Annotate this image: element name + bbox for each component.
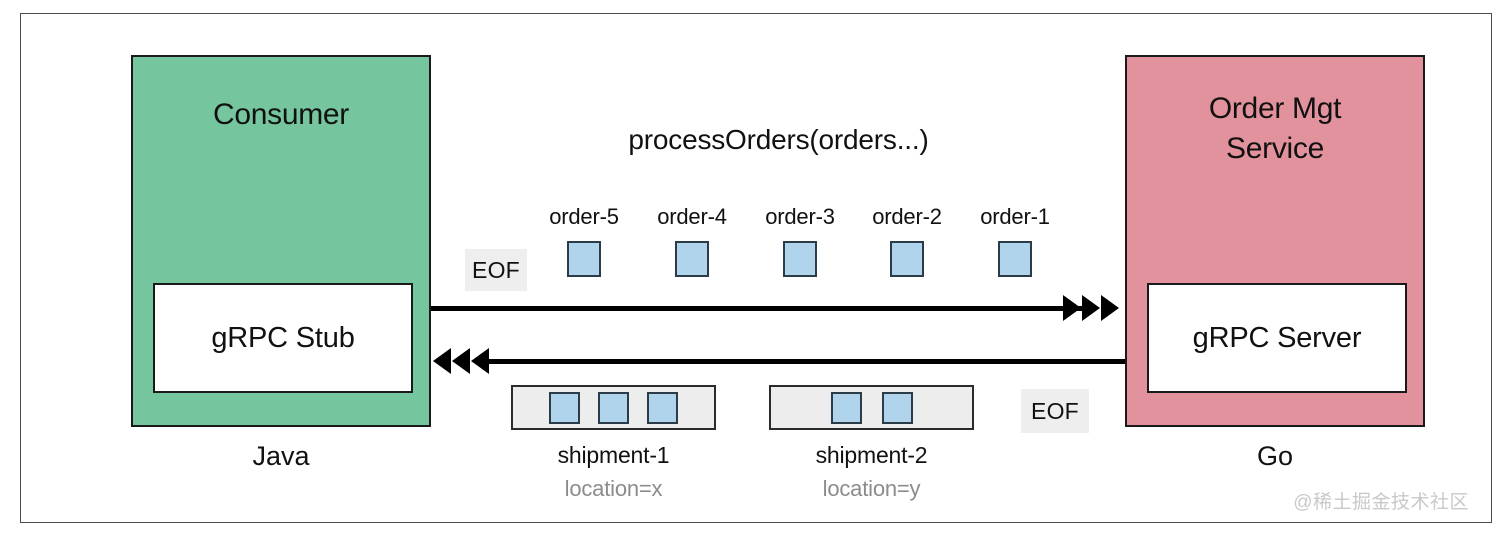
shipment-meta-label: location=x [564,476,663,501]
order-item-label: order-5 [549,204,619,229]
shipment-payload-square [881,391,913,424]
shipment-name-label: shipment-1 [557,442,670,468]
order-item-label: order-2 [872,204,942,229]
order-item: order-5 [534,204,634,277]
order-item: order-1 [965,204,1065,277]
shipment-payload-square [598,391,629,424]
response-eof-tag: EOF [1021,389,1089,433]
grpc-server-label: gRPC Server [1192,321,1362,354]
request-arrowhead-icon [1063,295,1081,321]
request-arrowhead-icon [1101,295,1119,321]
response-arrow-line [476,359,1125,364]
order-payload-square [675,241,709,277]
shipment-meta-label: location=y [822,476,921,501]
order-payload-square [783,241,817,277]
grpc-stub-label: gRPC Stub [211,321,355,354]
shipment-tray [511,385,716,430]
order-item-label: order-4 [657,204,727,229]
response-arrowhead-icon [471,348,489,374]
consumer-service-box: Consumer gRPC Stub [131,55,431,427]
request-arrowhead-icon [1082,295,1100,321]
shipment-name-label: shipment-2 [815,442,928,468]
order-mgt-title-line2: Service [1226,131,1324,165]
order-item: order-2 [857,204,957,277]
shipment-payload-square [549,391,580,424]
shipment-group: shipment-1 location=x [511,385,716,502]
order-item: order-3 [750,204,850,277]
order-mgt-title: Order Mgt Service [1127,89,1423,169]
request-arrow-line [431,306,1091,311]
shipment-group: shipment-2 location=y [769,385,974,502]
order-mgt-service-box: Order Mgt Service gRPC Server [1125,55,1425,427]
order-payload-square [567,241,601,277]
shipment-payload-square [647,391,678,424]
server-language-label: Go [1256,441,1294,471]
diagram-frame: Consumer gRPC Stub Java Order Mgt Servic… [20,13,1492,523]
response-arrowhead-icon [433,348,451,374]
consumer-title: Consumer [213,98,349,131]
order-item-label: order-3 [765,204,835,229]
order-item: order-4 [642,204,742,277]
order-item-label: order-1 [980,204,1050,229]
request-eof-tag: EOF [465,249,527,291]
method-call-label: processOrders(orders...) [628,124,929,155]
response-arrowhead-icon [452,348,470,374]
order-payload-square [998,241,1032,277]
consumer-language-label: Java [252,441,310,471]
order-mgt-title-line1: Order Mgt [1208,92,1342,125]
order-payload-square [890,241,924,277]
shipment-payload-square [830,391,862,424]
grpc-stub-box: gRPC Stub [153,283,413,393]
watermark: @稀土掘金技术社区 [1293,492,1469,513]
grpc-server-box: gRPC Server [1147,283,1407,393]
shipment-tray [769,385,974,430]
